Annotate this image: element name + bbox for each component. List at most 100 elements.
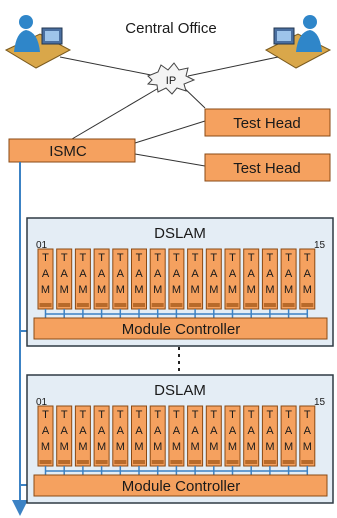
tam-letter: M: [41, 284, 50, 296]
dslam-label: DSLAM: [154, 225, 206, 242]
tam-letter: T: [136, 252, 143, 264]
tam-letter: A: [304, 425, 312, 437]
tam-letter: T: [285, 409, 292, 421]
tam-card: TAM: [149, 248, 166, 310]
tam-card: TAM: [261, 405, 278, 467]
tam-letter: A: [135, 425, 143, 437]
tam-letter: A: [117, 268, 125, 280]
tam-letter: M: [153, 284, 162, 296]
tam-letter: M: [172, 441, 181, 453]
tam-card: TAM: [261, 248, 278, 310]
tam-letter: A: [248, 425, 256, 437]
tam-letter: A: [248, 268, 256, 280]
tam-letter: M: [172, 284, 181, 296]
tam-letter: A: [154, 425, 162, 437]
tam-letter: M: [247, 284, 256, 296]
tam-letter: M: [60, 284, 69, 296]
tam-letter: T: [210, 252, 217, 264]
tam-card: TAM: [224, 405, 241, 467]
tam-letter: M: [134, 284, 143, 296]
slot-number-first: 01: [36, 397, 48, 408]
module-controller-box: [33, 317, 328, 340]
tam-card: TAM: [131, 405, 147, 467]
tam-letter: M: [284, 441, 293, 453]
tam-letter: T: [117, 409, 124, 421]
tam-letter: A: [117, 425, 125, 437]
tam-card: TAM: [56, 405, 73, 467]
dslam-label: DSLAM: [154, 382, 206, 399]
tam-card: TAM: [187, 405, 204, 467]
tam-card: TAM: [243, 248, 260, 310]
tam-card: TAM: [149, 405, 166, 467]
tam-letter: M: [191, 284, 200, 296]
tam-card: TAM: [112, 248, 129, 310]
tam-letter: A: [285, 425, 293, 437]
tam-letter: M: [228, 284, 237, 296]
slot-number-first: 01: [36, 240, 48, 251]
tam-letter: M: [209, 441, 218, 453]
tam-letter: A: [135, 268, 143, 280]
tam-card: TAM: [205, 248, 222, 310]
tam-letter: M: [153, 441, 162, 453]
test-head-label: Test Head: [233, 160, 301, 177]
tam-letter: M: [265, 441, 274, 453]
workstation-icon: [264, 15, 332, 69]
test-head-box: Test Head: [204, 108, 331, 137]
tam-card: TAM: [93, 405, 110, 467]
tam-letter: A: [229, 425, 237, 437]
tam-letter: M: [134, 441, 143, 453]
tam-letter: A: [229, 268, 237, 280]
tam-letter: A: [79, 425, 87, 437]
workstation-icon: [4, 15, 72, 69]
tam-letter: M: [116, 284, 125, 296]
tam-card: TAM: [168, 405, 185, 467]
tam-letter: A: [79, 268, 87, 280]
central-office-title: Central Office: [125, 20, 216, 37]
tam-letter: T: [173, 409, 180, 421]
tam-card: TAM: [168, 248, 185, 310]
tam-card: TAM: [131, 248, 147, 310]
tam-letter: A: [42, 425, 50, 437]
tam-letter: M: [209, 284, 218, 296]
tam-letter: A: [304, 268, 312, 280]
slot-number-last: 15: [314, 397, 326, 408]
tam-letter: A: [98, 425, 106, 437]
tam-letter: A: [210, 268, 218, 280]
ismc-box: ISMC: [8, 138, 136, 163]
tam-letter: T: [229, 409, 236, 421]
tam-letter: M: [247, 441, 256, 453]
tam-card: TAM: [74, 405, 91, 467]
ip-label: IP: [166, 75, 176, 87]
tam-letter: A: [210, 425, 218, 437]
tam-letter: T: [136, 409, 143, 421]
tam-card: TAM: [224, 248, 241, 310]
tam-letter: T: [42, 409, 49, 421]
tam-card: TAM: [93, 248, 110, 310]
tam-letter: T: [267, 409, 274, 421]
tam-card: TAM: [187, 248, 204, 310]
cloud-icon: IP: [146, 62, 196, 95]
tam-card: TAM: [280, 405, 297, 467]
tam-letter: M: [97, 441, 106, 453]
tam-letter: M: [78, 441, 87, 453]
test-head-label: Test Head: [233, 115, 301, 132]
tam-letter: M: [284, 284, 293, 296]
tam-letter: T: [154, 252, 161, 264]
tam-letter: T: [304, 409, 311, 421]
tam-letter: M: [97, 284, 106, 296]
ismc-label: ISMC: [49, 143, 87, 160]
tam-letter: T: [61, 252, 68, 264]
tam-letter: A: [266, 268, 274, 280]
tam-card: TAM: [112, 405, 129, 467]
tam-letter: M: [116, 441, 125, 453]
tam-card: TAM: [299, 248, 316, 310]
tam-letter: T: [267, 252, 274, 264]
tam-letter: M: [191, 441, 200, 453]
tam-letter: A: [285, 268, 293, 280]
tam-letter: M: [303, 284, 312, 296]
tam-letter: T: [61, 409, 68, 421]
tam-letter: T: [285, 252, 292, 264]
tam-letter: T: [42, 252, 49, 264]
